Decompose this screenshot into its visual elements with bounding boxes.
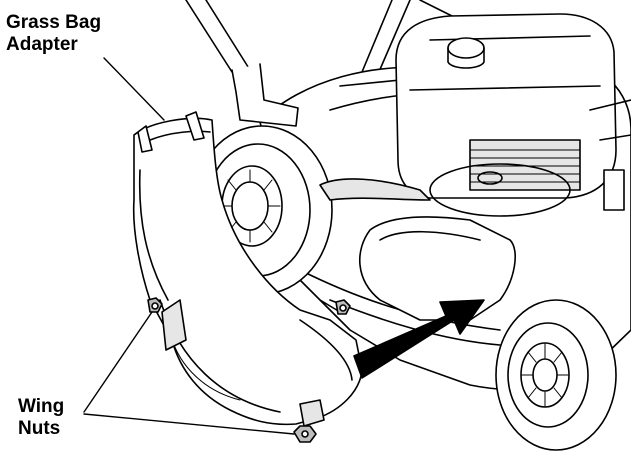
leader-lines: [83, 57, 295, 435]
grass-bag-adapter-label: Grass Bag Adapter: [6, 12, 101, 56]
wing-nut-icon: [335, 299, 351, 315]
grass-bag-adapter: [132, 63, 363, 427]
wing-nut-icon: [293, 425, 317, 443]
front-wheel: [495, 299, 617, 451]
engine: [395, 13, 631, 217]
label-line: Nuts: [18, 418, 61, 439]
label-line: Adapter: [6, 34, 78, 55]
arrow-icon: [353, 299, 485, 379]
label-line: Wing: [18, 396, 65, 417]
wing-nut-icon: [147, 297, 163, 313]
label-line: Grass Bag: [6, 12, 102, 33]
handle: [185, 0, 453, 75]
discharge-opening: [319, 178, 516, 321]
wing-nuts-label: Wing Nuts: [18, 396, 64, 440]
